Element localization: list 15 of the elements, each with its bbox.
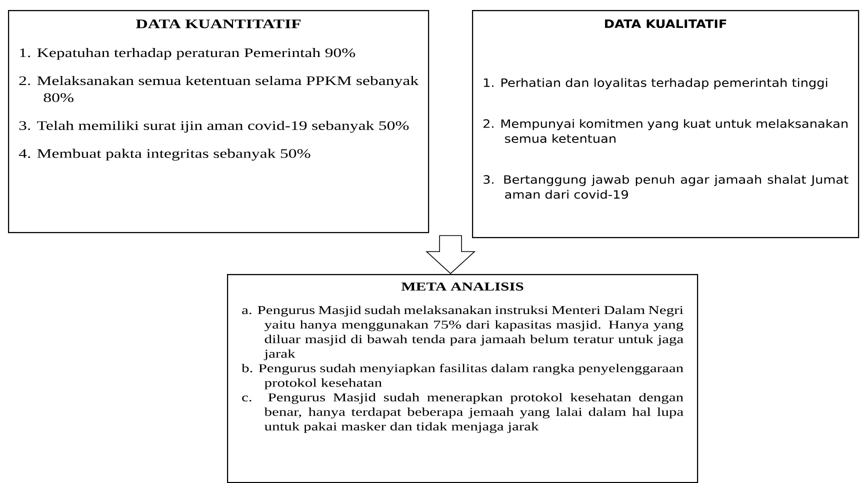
list-item: 3. Telah memiliki surat ijin aman covid-19 sebanyak 50% (19, 120, 409, 133)
text-box (8, 10, 430, 234)
list-item: 4. Membuat pakta integritas sebanyak 50% (18, 148, 310, 161)
heading: DATA KUANTITATIF (136, 20, 301, 28)
heading: META ANALISIS (401, 282, 524, 291)
list-item: 3. Bertanggung jawab penuh agar jamaah shalat Jumat aman dari covid-19 (484, 174, 848, 199)
text-box (227, 274, 698, 483)
list-item: 2. Mempunyai komitmen yang kuat untuk melaksanakan semua ketentuan (484, 119, 848, 143)
heading: DATA KUALITATIF (605, 20, 726, 28)
list-item: c. Pengurus Masjid sudah menerapkan protokol kesehatan dengan benar, hanya terdapat beberapa jemaah yang lalai dalam hal lupa untuk pakai masker dan tidak menjaga jarak (242, 392, 684, 433)
list-item: 1. Perhatian dan loyalitas terhadap pemerintah tinggi (484, 78, 828, 90)
list-item: 2. Melaksanakan semua ketentuan selama PPKM sebanyak 80% (19, 76, 419, 102)
list-item: 1. Kepatuhan terhadap peraturan Pemerintah 90% (20, 48, 356, 60)
text-box (472, 10, 860, 238)
block-arrow (426, 235, 476, 274)
